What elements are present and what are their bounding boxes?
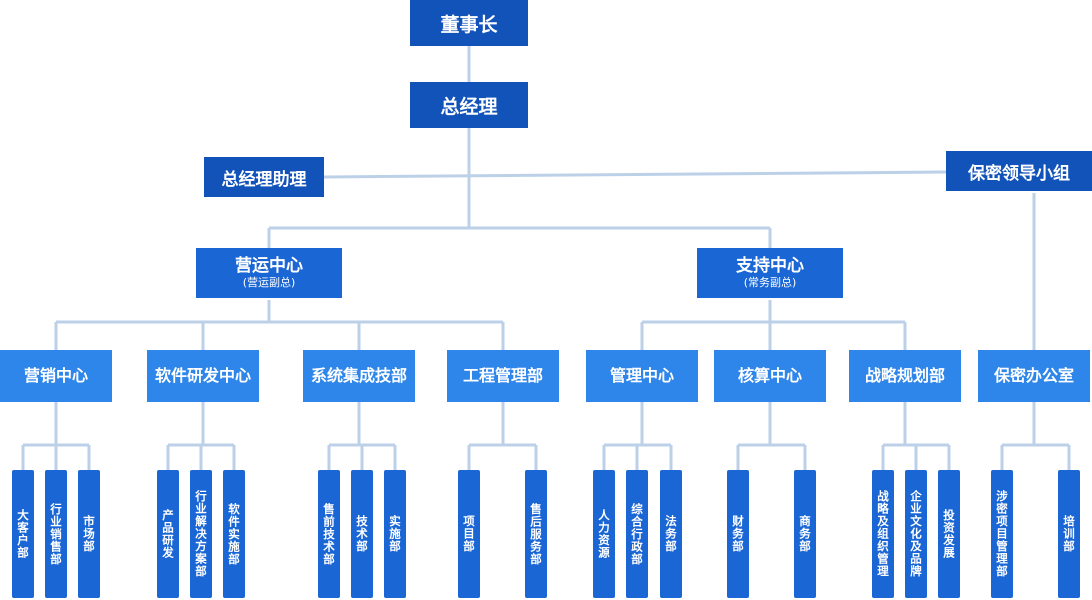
leaf-tech: 技术部: [351, 470, 373, 598]
gm-assistant-box: 总经理助理: [204, 157, 324, 197]
support-center-title: 支持中心: [736, 256, 804, 276]
software-rd-center-box: 软件研发中心: [147, 350, 259, 402]
leaf-finance: 财务部: [727, 470, 749, 598]
leaf-business: 商务部: [794, 470, 816, 598]
support-center-subtitle: (常务副总): [743, 276, 797, 289]
ops-center-box: 营运中心 (营运副总): [196, 248, 342, 298]
accounting-center-box: 核算中心: [714, 350, 826, 402]
leaf-industry-sales: 行业销售部: [45, 470, 67, 598]
system-integration-box: 系统集成技部: [303, 350, 415, 402]
leaf-training: 培训部: [1058, 470, 1080, 598]
leaf-classified-project: 涉密项目管理部: [991, 470, 1013, 598]
general-manager-box: 总经理: [410, 82, 528, 128]
leaf-key-account: 大客户部: [12, 470, 34, 598]
leaf-implementation: 实施部: [384, 470, 406, 598]
leaf-industry-solution: 行业解决方案部: [190, 470, 212, 598]
support-center-box: 支持中心 (常务副总): [697, 248, 843, 298]
chairman-box: 董事长: [410, 0, 528, 46]
marketing-center-box: 营销中心: [0, 350, 112, 402]
leaf-product-rd: 产品研发: [157, 470, 179, 598]
strategy-planning-box: 战略规划部: [849, 350, 961, 402]
leaf-software-implementation: 软件实施部: [223, 470, 245, 598]
ops-center-subtitle: (营运副总): [242, 276, 296, 289]
leaf-admin: 综合行政部: [626, 470, 648, 598]
leaf-market: 市场部: [78, 470, 100, 598]
leaf-project: 项目部: [458, 470, 480, 598]
leaf-culture-brand: 企业文化及品牌: [905, 470, 927, 598]
leaf-hr: 人力资源: [593, 470, 615, 598]
engineering-management-box: 工程管理部: [447, 350, 559, 402]
leaf-investment: 投资发展: [938, 470, 960, 598]
management-center-box: 管理中心: [586, 350, 698, 402]
leaf-aftersales: 售后服务部: [525, 470, 547, 598]
secrecy-group-box: 保密领导小组: [946, 151, 1092, 191]
ops-center-title: 营运中心: [235, 256, 303, 276]
leaf-legal: 法务部: [660, 470, 682, 598]
leaf-presales: 售前技术部: [318, 470, 340, 598]
leaf-strategy-org: 战略及组织管理: [872, 470, 894, 598]
secrecy-office-box: 保密办公室: [978, 350, 1090, 402]
